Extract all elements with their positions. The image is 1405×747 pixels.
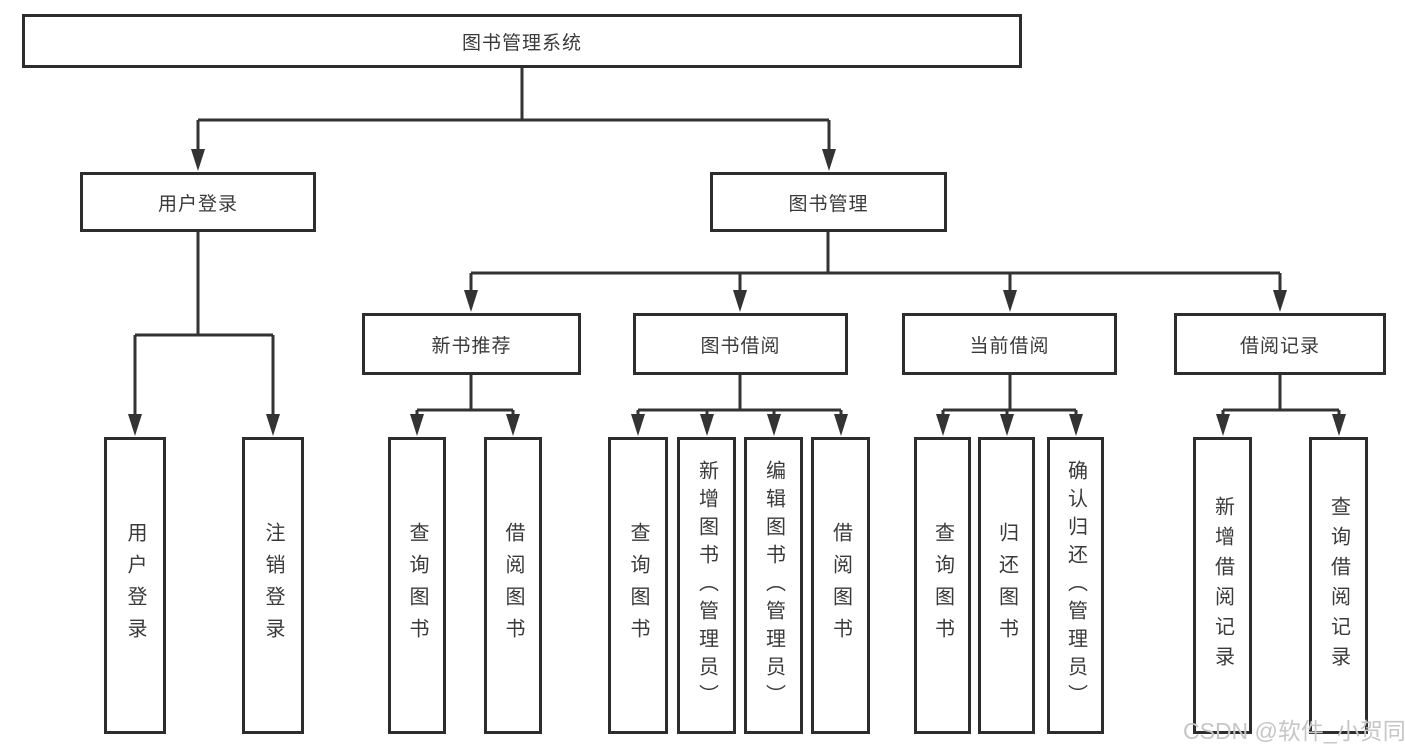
arrow-head — [1069, 414, 1083, 436]
arrow-head — [1273, 290, 1287, 312]
arrow-head — [1003, 290, 1017, 312]
connector-user-branch — [133, 232, 275, 419]
arrow-head — [834, 414, 848, 436]
arrowheads — [128, 149, 1346, 436]
node-book-borrowing: 图书借阅 — [633, 313, 848, 375]
watermark: CSDN @软件_小贺同学 — [1183, 718, 1405, 744]
arrow-head — [767, 414, 781, 436]
arrow-head — [191, 149, 205, 171]
arrow-head — [464, 290, 478, 312]
leaf-confirm-return-admin: 确认归还（管理员） — [1047, 437, 1104, 734]
connector-lines — [133, 68, 1341, 419]
arrow-head — [700, 414, 714, 436]
leaf-edit-book-admin: 编辑图书（管理员） — [744, 437, 803, 734]
leaf-logout: 注销登录 — [242, 437, 304, 734]
arrow-head — [128, 414, 142, 436]
arrow-head — [822, 149, 836, 171]
arrow-head — [1216, 414, 1230, 436]
node-user-login: 用户登录 — [80, 172, 316, 232]
leaf-borrow-books-borrowing: 借阅图书 — [811, 437, 870, 734]
leaf-add-borrow-record: 新增借阅记录 — [1193, 437, 1252, 734]
arrow-head — [266, 414, 280, 436]
connector-book-bus — [469, 232, 1282, 295]
leaf-query-books-recommend: 查询图书 — [388, 437, 446, 734]
connector-current-branch — [941, 375, 1078, 419]
arrow-head — [631, 414, 645, 436]
node-new-book-recommendation: 新书推荐 — [362, 313, 581, 375]
leaf-return-book: 归还图书 — [978, 437, 1035, 734]
connector-root-bus — [196, 68, 831, 154]
arrow-head — [506, 414, 520, 436]
connector-records-branch — [1221, 375, 1341, 419]
arrow-head — [410, 414, 424, 436]
connector-borrowing-branch — [636, 375, 843, 419]
node-book-management: 图书管理 — [710, 172, 947, 232]
arrow-head — [936, 414, 950, 436]
leaf-user-login: 用户登录 — [104, 437, 166, 734]
connector-newbook-branch — [415, 375, 515, 419]
leaf-add-book-admin: 新增图书（管理员） — [677, 437, 736, 734]
leaf-borrow-books-recommend: 借阅图书 — [484, 437, 542, 734]
arrow-head — [733, 290, 747, 312]
node-library-management-system: 图书管理系统 — [22, 14, 1022, 68]
leaf-query-borrow-record: 查询借阅记录 — [1309, 437, 1368, 734]
leaf-query-books-borrowing: 查询图书 — [608, 437, 668, 734]
node-borrowing-records: 借阅记录 — [1174, 313, 1386, 375]
arrow-head — [1000, 414, 1014, 436]
arrow-head — [1332, 414, 1346, 436]
node-current-borrowing: 当前借阅 — [902, 313, 1117, 375]
leaf-query-books-current: 查询图书 — [914, 437, 971, 734]
